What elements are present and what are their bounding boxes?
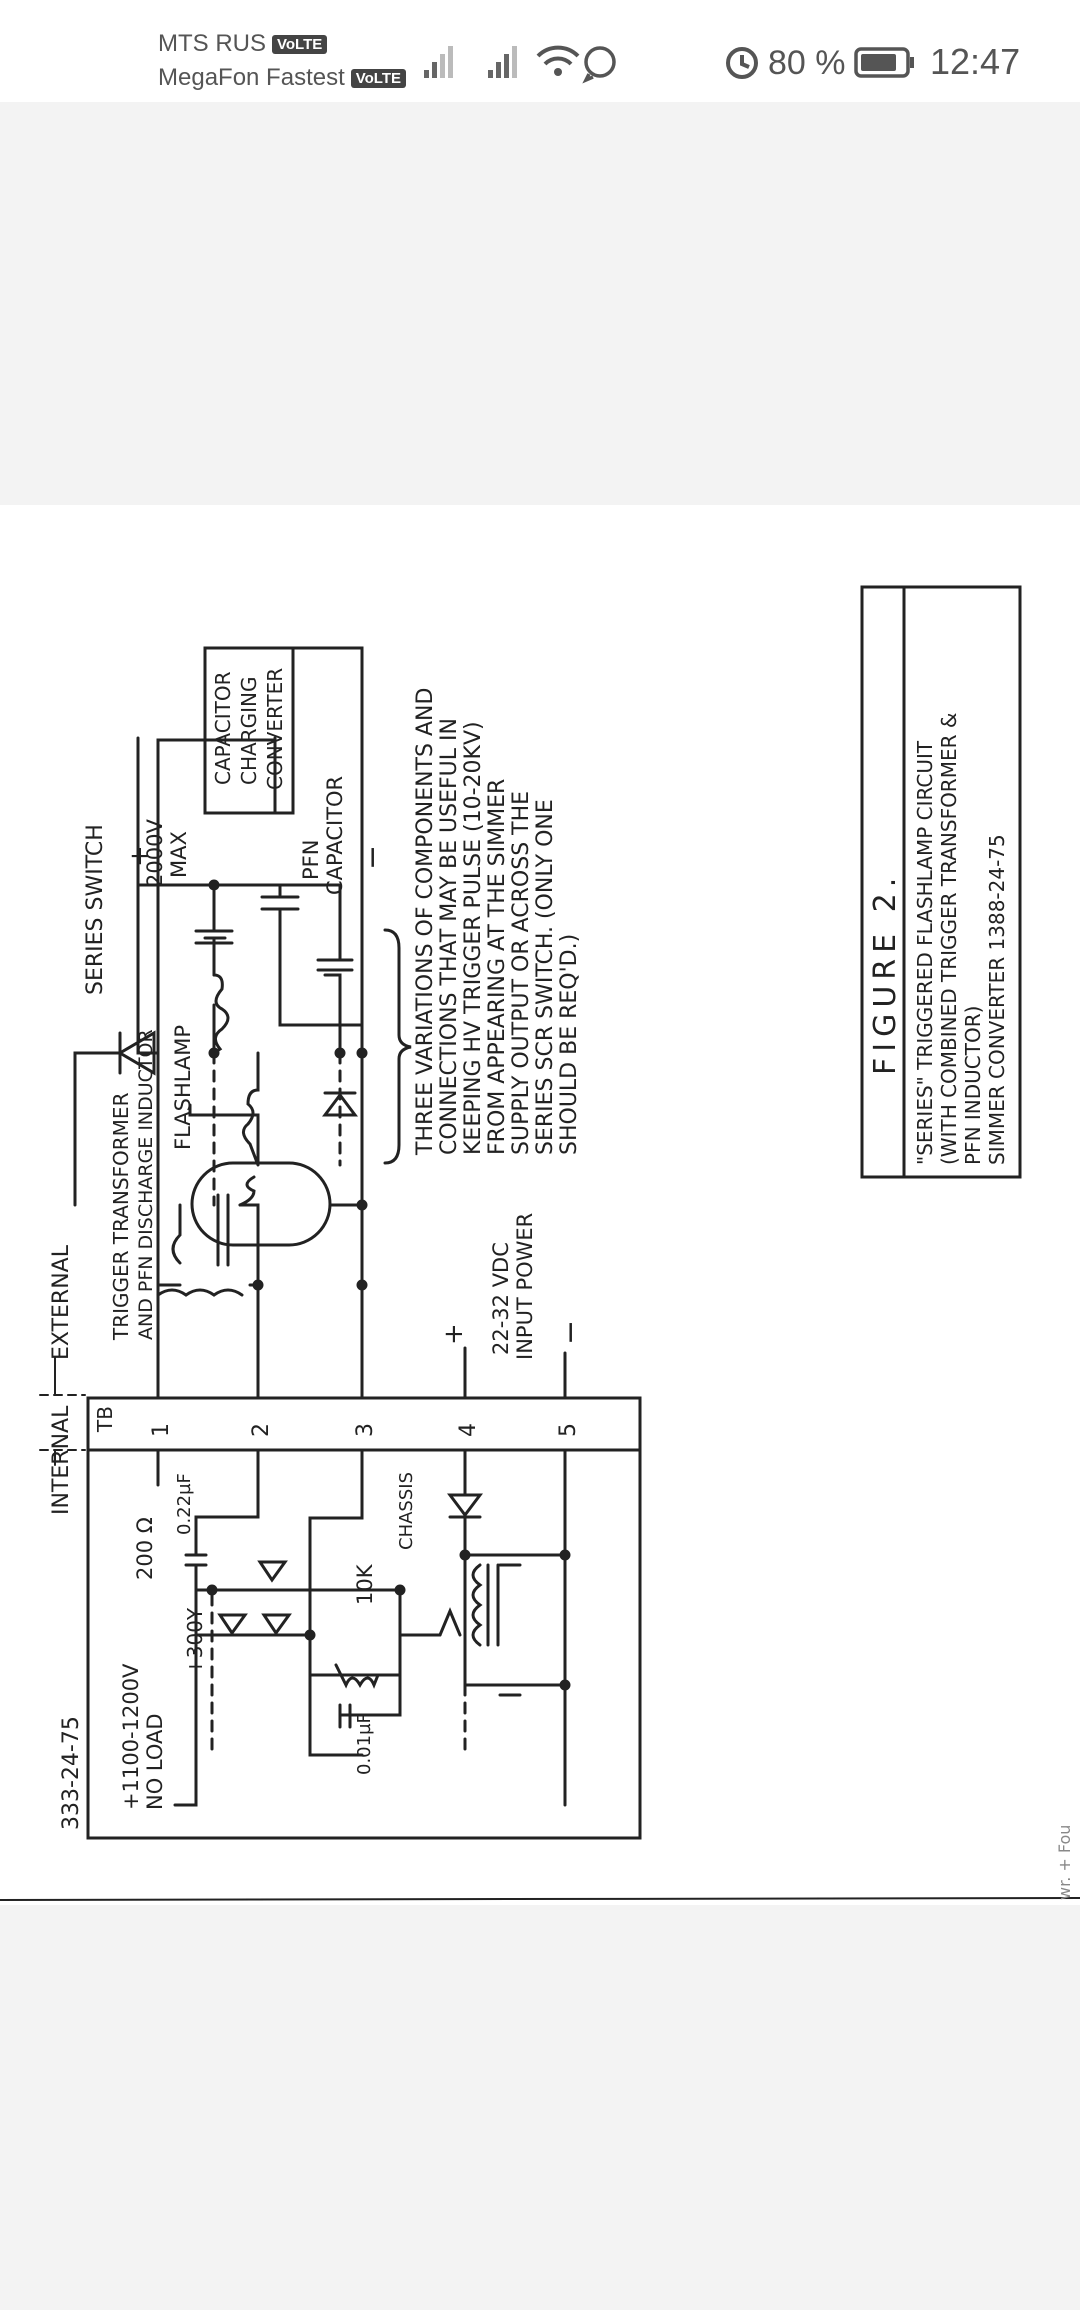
signal-icon-2: [488, 46, 517, 78]
chassis-label: CHASSIS: [396, 1472, 417, 1550]
carrier-2: MegaFon Fastest VoLTE: [158, 64, 407, 92]
volte-badge-2: VoLTE: [350, 69, 407, 88]
note-line-5: SUPPLY OUTPUT OR ACROSS THE: [509, 791, 534, 1155]
input-power-label: INPUT POWER: [513, 1213, 537, 1360]
note-line-2: CONNECTIONS THAT MAY BE USEFUL IN: [437, 718, 462, 1155]
figure-line-4: SIMMER CONVERTER 1388-24-75: [985, 834, 1009, 1165]
tb-label: TB: [93, 1406, 117, 1433]
margin-note: wr. + Fou: [1055, 1825, 1074, 1900]
status-bar: MTS RUS VoLTE MegaFon Fastest VoLTE 80 % 1…: [0, 0, 1080, 102]
schematic-diagram: INTERNAL EXTERNAL TRIGGER TRANSFORMER AN…: [0, 585, 1080, 1901]
converter-plus-sign: +: [125, 845, 155, 867]
wifi-icon: [536, 45, 580, 76]
input-minus-sign: −: [553, 1320, 588, 1345]
note-line-6: SERIES SCR SWITCH. (ONLY ONE: [533, 799, 558, 1155]
terminal-3: 3: [353, 1423, 378, 1437]
cap-001-label: 0.01µF: [354, 1713, 375, 1775]
scanned-document: INTERNAL EXTERNAL TRIGGER TRANSFORMER AN…: [0, 505, 1080, 1905]
pfn-inductor-label: AND PFN DISCHARGE INDUCTOR: [135, 1029, 157, 1340]
figure-line-3: PFN INDUCTOR): [961, 1006, 985, 1165]
capacitor-charging-converter-box: [203, 646, 295, 815]
alarm-icon: [726, 47, 758, 79]
flashlamp-label: FLASHLAMP: [171, 1025, 195, 1150]
internal-label: INTERNAL: [49, 1405, 74, 1515]
terminal-5: 5: [556, 1423, 581, 1437]
whatsapp-icon: [582, 46, 616, 84]
carrier-1: MTS RUS VoLTE: [158, 30, 328, 58]
figure-line-1: "SERIES" TRIGGERED FLASHLAMP CIRCUIT: [913, 740, 937, 1165]
figure-caption: FIGURE 2. "SERIES" TRIGGERED FLASHLAMP C…: [868, 713, 1009, 1165]
carrier-2-label: MegaFon Fastest: [158, 64, 345, 91]
signal-icon-1: [424, 46, 453, 78]
no-load-line-1: +1100-1200V: [119, 1663, 143, 1810]
carrier-1-label: MTS RUS: [158, 30, 266, 57]
series-switch-label: SERIES SWITCH: [83, 824, 108, 995]
resistor-200-label: 200 Ω: [133, 1517, 157, 1580]
external-label: EXTERNAL: [49, 1244, 74, 1360]
bottom-blank-area: [0, 1905, 1080, 2310]
converter-line-1: CAPACITOR: [211, 671, 235, 785]
figure-line-2: (WITH COMBINED TRIGGER TRANSFORMER &: [937, 713, 961, 1165]
note-line-1: THREE VARIATIONS OF COMPONENTS AND: [413, 688, 438, 1156]
figure-title: FIGURE 2.: [868, 872, 903, 1075]
pfn-capacitor-line-2: CAPACITOR: [323, 776, 347, 895]
note-line-3: KEEPING HV TRIGGER PULSE (10-20KV): [461, 721, 486, 1155]
note-line-4: FROM APPEARING AT THE SIMMER: [485, 779, 510, 1155]
trigger-transformer-label: TRIGGER TRANSFORMER: [109, 1092, 133, 1341]
part-number-label: 333-24-75: [59, 1716, 84, 1830]
converter-minus-sign: −: [355, 845, 390, 870]
terminal-4: 4: [456, 1423, 481, 1437]
input-voltage-label: 22-32 VDC: [489, 1242, 513, 1355]
cap-022-label: 0.22µF: [174, 1473, 195, 1535]
figure-caption-box: [860, 585, 1022, 1179]
status-icons: 80 % 12:47: [424, 41, 1020, 84]
resistor-10k-label: 10K: [353, 1563, 377, 1605]
note-text: THREE VARIATIONS OF COMPONENTS AND CONNE…: [413, 688, 582, 1156]
converter-line-3: CONVERTER: [263, 668, 287, 790]
battery-icon: [854, 47, 914, 78]
note-line-7: SHOULD BE REQ'D.): [557, 934, 582, 1155]
no-load-line-2: NO LOAD: [143, 1713, 167, 1810]
converter-line-2: CHARGING: [237, 677, 261, 785]
terminal-2: 2: [249, 1423, 274, 1437]
voltage-max-line-1: 2000V: [143, 819, 167, 887]
terminal-1: 1: [149, 1423, 174, 1437]
clock: 12:47: [930, 41, 1020, 82]
v300-label: +300Y: [183, 1607, 207, 1675]
volte-badge-1: VoLTE: [272, 35, 328, 54]
terminal-block: [86, 1396, 642, 1840]
pfn-capacitor-line-1: PFN: [299, 840, 323, 880]
voltage-max-line-2: MAX: [167, 831, 191, 878]
battery-percent: 80 %: [768, 44, 846, 82]
input-plus-sign: +: [439, 1323, 469, 1345]
